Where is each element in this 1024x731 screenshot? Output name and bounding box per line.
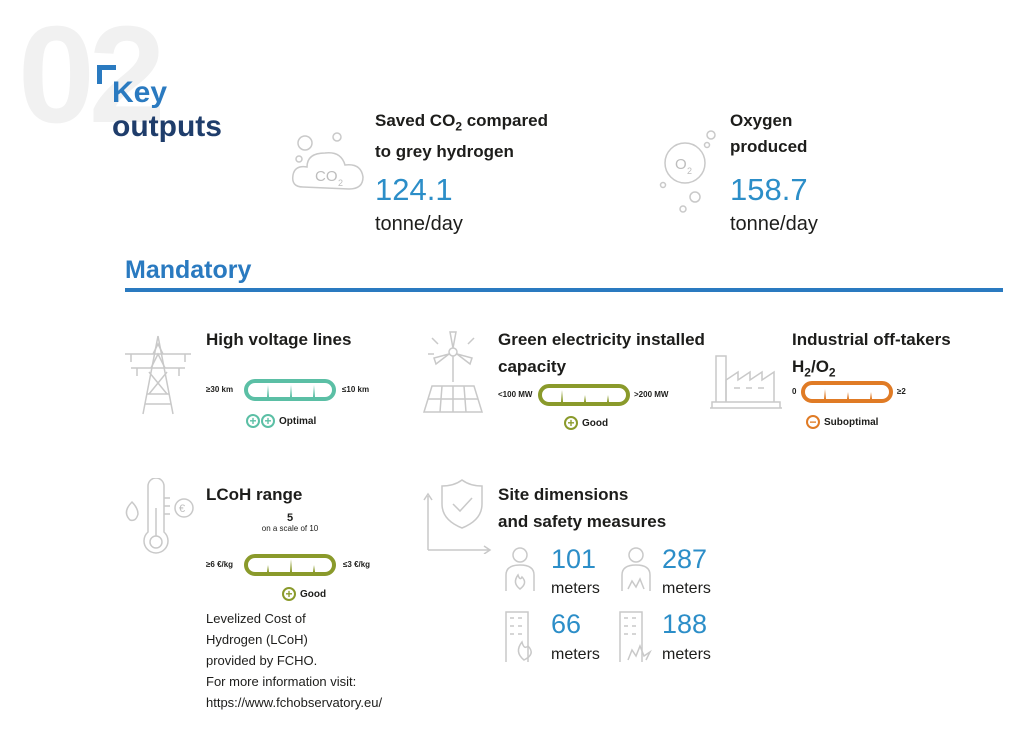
lcoh-min-label: ≥6 €/kg bbox=[206, 560, 234, 569]
offtakers-range-bar bbox=[801, 381, 893, 403]
page-title: Key outputs bbox=[112, 76, 222, 144]
offtakers-max-label: ≥2 bbox=[897, 387, 906, 396]
co2-icon-sub: 2 bbox=[338, 178, 343, 188]
lcoh-title: LCoH range bbox=[206, 485, 303, 504]
building-fire-icon bbox=[505, 611, 532, 662]
offtakers-title: Industrial off-takers H2/O2 bbox=[792, 330, 951, 380]
site-value-4: 188 bbox=[662, 609, 708, 639]
high-voltage-title: High voltage lines bbox=[206, 330, 352, 349]
o2-bubble-icon: O 2 bbox=[659, 130, 716, 213]
title-corner-mark bbox=[97, 65, 116, 84]
shield-check-icon bbox=[423, 479, 492, 554]
lcoh-rating-label: Good bbox=[300, 588, 327, 600]
oxygen-label: Oxygen produced bbox=[730, 111, 808, 156]
person-explosion-icon bbox=[621, 547, 651, 591]
co2-label: Saved CO2 compared to grey hydrogen bbox=[375, 111, 548, 162]
site-unit-1: meters bbox=[551, 580, 600, 597]
minus-icon: − bbox=[806, 415, 820, 429]
co2-icon-text: CO bbox=[315, 168, 338, 185]
site-value-2: 287 bbox=[662, 544, 708, 574]
lcoh-max-label: ≤3 €/kg bbox=[343, 560, 371, 569]
oxygen-unit: tonne/day bbox=[730, 213, 818, 235]
section-divider bbox=[125, 288, 1003, 292]
section-number: 02 bbox=[18, 0, 165, 152]
site-unit-4: meters bbox=[662, 646, 711, 663]
green-electricity-range-bar bbox=[538, 384, 630, 406]
fcho-link[interactable]: https://www.fchobservatory.eu/ bbox=[206, 695, 383, 710]
power-tower-icon bbox=[125, 335, 191, 415]
green-electricity-max-label: >200 MW bbox=[634, 390, 669, 399]
green-electricity-rating-label: Good bbox=[582, 417, 609, 429]
lcoh-rating: + Good bbox=[282, 587, 326, 601]
green-electricity-min-label: <100 MW bbox=[498, 390, 533, 399]
site-unit-3: meters bbox=[551, 646, 600, 663]
o2-icon-text: O bbox=[675, 156, 687, 173]
person-fire-icon bbox=[505, 547, 535, 591]
lcoh-note: Levelized Cost of Hydrogen (LCoH) provid… bbox=[206, 608, 382, 713]
factory-icon bbox=[710, 355, 782, 409]
site-title: Site dimensions and safety measures bbox=[498, 485, 667, 531]
plus-icon: + bbox=[282, 587, 296, 601]
site-unit-2: meters bbox=[662, 580, 711, 597]
page-title-line2: outputs bbox=[112, 110, 222, 143]
plus-icon: + bbox=[246, 414, 260, 428]
svg-text:€: € bbox=[179, 503, 185, 515]
high-voltage-rating-label: Optimal bbox=[279, 415, 317, 427]
site-value-3: 66 bbox=[551, 609, 582, 639]
co2-unit: tonne/day bbox=[375, 213, 463, 235]
plus-icon: + bbox=[564, 416, 578, 430]
wind-solar-icon bbox=[422, 331, 484, 413]
plus-icon: + bbox=[261, 414, 275, 428]
co2-value: 124.1 bbox=[375, 172, 453, 207]
building-explosion-icon bbox=[619, 611, 652, 662]
high-voltage-range-bar bbox=[244, 379, 336, 401]
offtakers-rating-label: Suboptimal bbox=[824, 416, 879, 428]
o2-icon-sub: 2 bbox=[687, 166, 692, 176]
high-voltage-min-label: ≥30 km bbox=[206, 385, 234, 394]
lcoh-score: 5 on a scale of 10 bbox=[261, 512, 319, 533]
offtakers-rating: − Suboptimal bbox=[806, 415, 878, 429]
thermometer-euro-icon: € bbox=[125, 478, 194, 554]
section-heading-mandatory: Mandatory bbox=[125, 256, 252, 284]
site-value-1: 101 bbox=[551, 544, 597, 574]
high-voltage-rating: + + Optimal bbox=[246, 414, 316, 428]
oxygen-value: 158.7 bbox=[730, 172, 808, 207]
green-electricity-title: Green electricity installed capacity bbox=[498, 330, 705, 376]
green-electricity-rating: + Good bbox=[564, 416, 608, 430]
co2-bubble-icon: CO 2 bbox=[291, 132, 364, 190]
page-title-line1: Key bbox=[112, 76, 168, 109]
lcoh-range-bar bbox=[244, 554, 336, 576]
offtakers-min-label: 0 bbox=[792, 387, 797, 396]
high-voltage-max-label: ≤10 km bbox=[342, 385, 370, 394]
